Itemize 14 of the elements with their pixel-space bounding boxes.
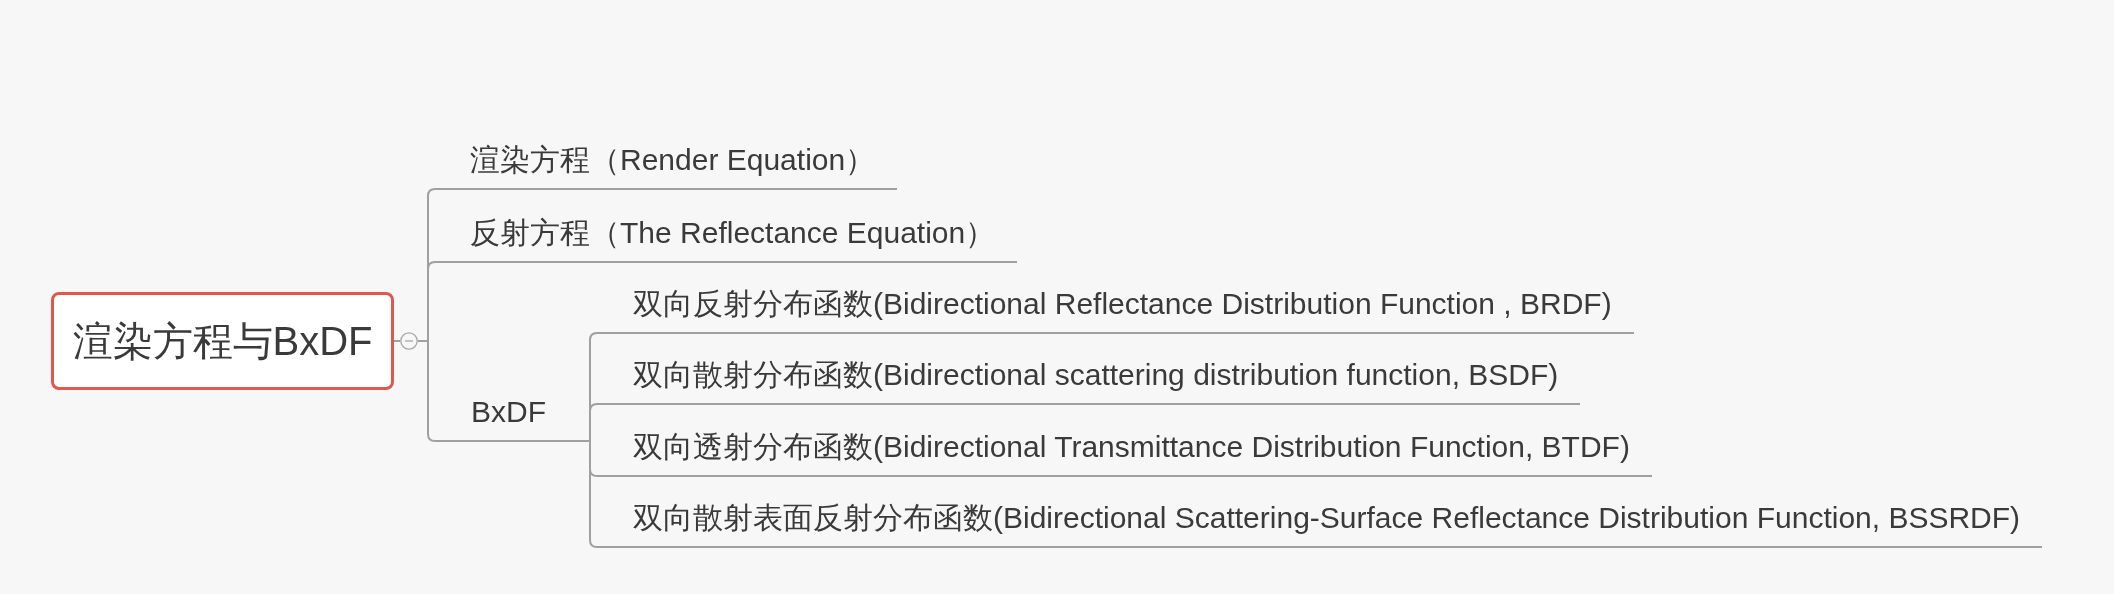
collapse-icon xyxy=(400,332,418,350)
connector-line xyxy=(393,340,401,342)
topic-label: 反射方程（The Reflectance Equation） xyxy=(470,215,996,251)
topic-label: 双向反射分布函数(Bidirectional Reflectance Distribution Function , BRDF) xyxy=(633,286,1612,322)
topic-label: 渲染方程（Render Equation） xyxy=(470,142,876,178)
topic-label: 渲染方程与BxDF xyxy=(72,318,373,365)
connector-line xyxy=(417,340,436,442)
connector-line xyxy=(589,403,598,442)
topic-label: BxDF xyxy=(471,394,546,430)
central-topic-box xyxy=(51,292,394,390)
topic-label: 双向散射分布函数(Bidirectional scattering distribution function, BSDF) xyxy=(633,357,1559,393)
connector-line xyxy=(589,440,598,548)
topic-label: 双向透射分布函数(Bidirectional Transmittance Distribution Function, BTDF) xyxy=(633,429,1630,465)
topic-label: 双向散射表面反射分布函数(Bidirectional Scattering-Surface Reflectance Distribution Function, BSSRDF) xyxy=(633,500,2021,536)
